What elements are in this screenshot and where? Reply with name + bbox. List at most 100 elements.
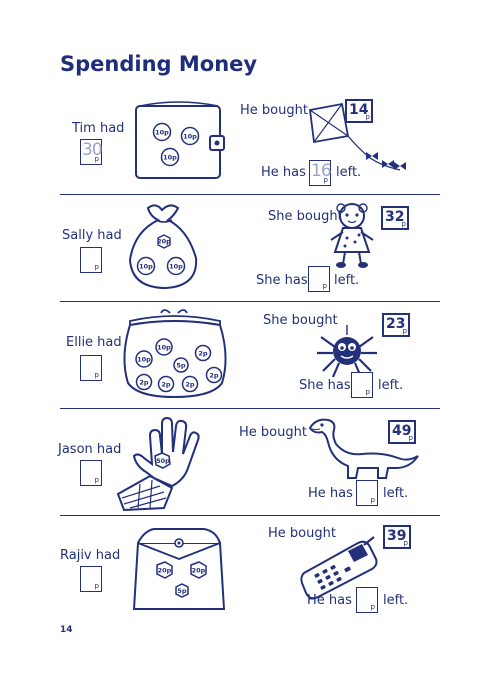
left-label: left.	[334, 273, 360, 288]
coin-label: 10p	[163, 154, 177, 162]
had-answer-box[interactable]: p	[80, 460, 102, 486]
coin-label: 2p	[161, 381, 171, 389]
left-label: left.	[383, 593, 409, 608]
coin: 10p	[166, 256, 186, 276]
wallet-picture: 10p 10p 10p	[135, 101, 225, 179]
had-label: Ellie had	[66, 335, 122, 350]
coin: 20p	[157, 234, 171, 249]
coin: 10p	[136, 256, 156, 276]
pence-unit: p	[403, 539, 408, 547]
coin: 2p	[194, 344, 212, 362]
kite-picture	[309, 102, 406, 171]
had-answer-box[interactable]: p	[80, 566, 102, 592]
mobile-phone-picture	[300, 536, 378, 600]
coin-label: 50p	[156, 457, 170, 465]
coin-label: 10p	[137, 356, 151, 364]
spider-picture	[317, 325, 377, 378]
price-tag: 14 p	[345, 99, 373, 123]
coin-label: 2p	[209, 372, 219, 380]
bought-label: She bought	[268, 209, 343, 224]
has-label: He has	[307, 593, 352, 608]
pence-unit: p	[370, 603, 375, 611]
has-label: He has	[261, 165, 306, 180]
bought-label: He bought	[240, 103, 308, 118]
bought-label: He bought	[239, 425, 307, 440]
has-answer-box[interactable]: p	[356, 480, 378, 506]
had-answer-box[interactable]: p	[80, 355, 102, 381]
pence-unit: p	[365, 388, 370, 396]
had-label: Sally had	[62, 228, 122, 243]
divider	[60, 301, 440, 302]
had-answer-value: 30	[82, 140, 103, 160]
pence-unit: p	[94, 155, 99, 163]
price-tag: 49 p	[388, 420, 416, 444]
price-tag: 23 p	[382, 313, 410, 337]
left-label: left.	[383, 486, 409, 501]
pence-unit: p	[370, 496, 375, 504]
purse-picture: 10p 5p 2p 10p 2p 2p 2p 2p	[123, 309, 227, 399]
has-label: He has	[308, 486, 353, 501]
price-amount: 23	[386, 316, 406, 332]
coin-label: 2p	[139, 379, 149, 387]
has-answer-box[interactable]: p	[356, 587, 378, 613]
problem-rajiv: Rajiv had p 20p 20p 5p He bought	[0, 519, 500, 621]
pence-unit: p	[94, 476, 99, 484]
doll-picture	[330, 203, 374, 268]
has-answer-box[interactable]: p	[351, 372, 373, 398]
coin: 2p	[135, 373, 153, 391]
coin: 2p	[205, 366, 223, 384]
pence-unit: p	[408, 434, 413, 442]
problem-tim: Tim had 30 p 10p 10p 10p He bought 14 p …	[0, 95, 500, 195]
purse-picture: 20p 20p 5p	[132, 528, 226, 610]
coin: 2p	[157, 375, 175, 393]
had-answer-box[interactable]: p	[80, 247, 102, 273]
price-amount: 49	[392, 423, 412, 439]
pence-unit: p	[94, 371, 99, 379]
has-answer-box[interactable]: 16 p	[309, 160, 332, 186]
bought-label: He bought	[268, 526, 336, 541]
divider	[60, 515, 440, 516]
price-amount: 39	[387, 528, 407, 544]
problem-jason: Jason had p 50p He bought 49 p He has p …	[0, 412, 500, 514]
has-label: She has	[299, 378, 351, 393]
left-label: left.	[378, 378, 404, 393]
has-answer-box[interactable]: p	[308, 266, 330, 292]
pence-unit: p	[401, 220, 406, 228]
pence-unit: p	[365, 113, 370, 121]
pence-unit: p	[322, 282, 327, 290]
had-answer-box[interactable]: 30 p	[80, 139, 103, 165]
coin: 10p	[180, 126, 200, 146]
coin-label: 20p	[157, 238, 171, 246]
coin: 10p	[160, 147, 180, 167]
coin-label: 10p	[139, 263, 153, 271]
coin-label: 10p	[169, 263, 183, 271]
coin-label: 10p	[155, 129, 169, 137]
coin: 20p	[190, 561, 207, 579]
problem-sally: Sally had p 20p 10p 10p She bought 32 p …	[0, 198, 500, 301]
pence-unit: p	[402, 327, 407, 335]
coin: 10p	[152, 122, 172, 142]
coin: 10p	[135, 350, 153, 368]
coin-label: 20p	[192, 567, 206, 575]
has-answer-value: 16	[311, 161, 332, 181]
money-bag-picture: 20p 10p 10p	[128, 204, 198, 290]
coin-label: 10p	[183, 133, 197, 141]
had-label: Jason had	[58, 442, 122, 457]
page-number: 14	[60, 625, 73, 635]
problem-ellie: Ellie had p 10p 5p 2p 10p 2p 2p 2p 2p Sh…	[0, 305, 500, 407]
coin-label: 20p	[158, 567, 172, 575]
divider	[60, 408, 440, 409]
divider	[60, 194, 440, 195]
coin-label: 2p	[198, 350, 208, 358]
hand-picture: 50p	[116, 416, 200, 512]
pence-unit: p	[94, 582, 99, 590]
coin-label: 5p	[177, 587, 187, 595]
coin-label: 5p	[176, 362, 186, 370]
coin: 20p	[156, 561, 173, 579]
coin-label: 2p	[185, 381, 195, 389]
bought-label: She bought	[263, 313, 338, 328]
coin: 5p	[173, 357, 189, 373]
left-label: left.	[336, 165, 362, 180]
pence-unit: p	[94, 263, 99, 271]
pence-unit: p	[323, 176, 328, 184]
